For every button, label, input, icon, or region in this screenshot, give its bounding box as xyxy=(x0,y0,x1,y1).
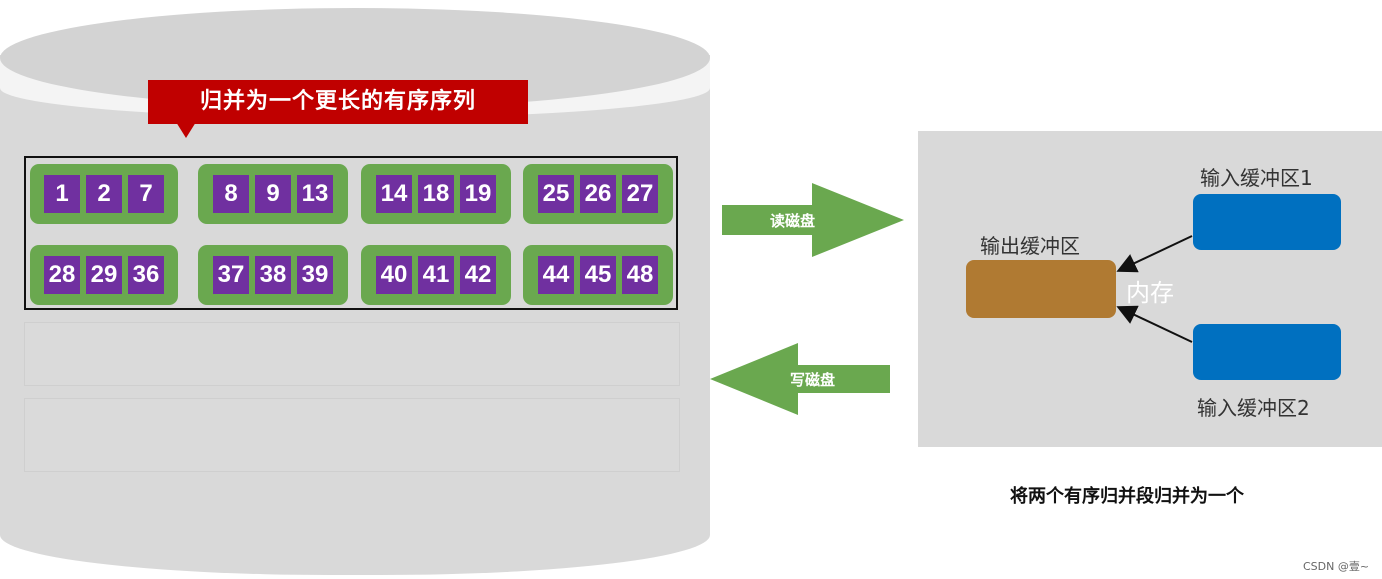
sequence-cell: 45 xyxy=(580,256,616,294)
output-buffer xyxy=(966,260,1116,318)
write-disk-arrow xyxy=(710,343,890,415)
input-buffer-2 xyxy=(1193,324,1341,380)
sequence-cell: 9 xyxy=(255,175,291,213)
sequence-cell: 40 xyxy=(376,256,412,294)
sequence-cell: 8 xyxy=(213,175,249,213)
sequence-cell: 39 xyxy=(297,256,333,294)
sequence-cell: 27 xyxy=(622,175,658,213)
credit-text: CSDN @壹~ xyxy=(1303,560,1370,573)
sequence-cell: 19 xyxy=(460,175,496,213)
sequence-cell: 36 xyxy=(128,256,164,294)
sequence-cell: 41 xyxy=(418,256,454,294)
sequence-cell: 48 xyxy=(622,256,658,294)
buffer-flow-arrows xyxy=(1116,235,1193,343)
sequence-cell: 37 xyxy=(213,256,249,294)
sequence-cell: 44 xyxy=(538,256,574,294)
input-buffer-2-label: 输入缓冲区2 xyxy=(1197,396,1310,420)
sequence-cell: 26 xyxy=(580,175,616,213)
merge-callout: 归并为一个更长的有序序列 xyxy=(148,80,528,124)
sequence-cell: 13 xyxy=(297,175,333,213)
write-disk-label: 写磁盘 xyxy=(790,371,836,389)
memory-label: 内存 xyxy=(1126,279,1174,307)
diagram-caption: 将两个有序归并段归并为一个 xyxy=(1010,486,1244,507)
sequence-cell: 18 xyxy=(418,175,454,213)
sequence-cell: 14 xyxy=(376,175,412,213)
ghost-row-1 xyxy=(24,322,680,386)
sequence-cell: 1 xyxy=(44,175,80,213)
sequence-cell: 7 xyxy=(128,175,164,213)
sequence-cell: 38 xyxy=(255,256,291,294)
disk-body xyxy=(0,55,710,575)
ghost-row-2 xyxy=(24,398,680,472)
sequence-cell: 28 xyxy=(44,256,80,294)
input-buffer-1-label: 输入缓冲区1 xyxy=(1200,166,1313,190)
read-disk-arrow xyxy=(722,183,904,257)
sequence-cell: 2 xyxy=(86,175,122,213)
merged-sequence-box xyxy=(24,156,678,310)
read-disk-label: 读磁盘 xyxy=(770,212,816,230)
output-buffer-label: 输出缓冲区 xyxy=(980,234,1080,258)
input-buffer-1 xyxy=(1193,194,1341,250)
sequence-cell: 29 xyxy=(86,256,122,294)
callout-pointer xyxy=(176,122,196,138)
sequence-cell: 25 xyxy=(538,175,574,213)
sequence-cell: 42 xyxy=(460,256,496,294)
